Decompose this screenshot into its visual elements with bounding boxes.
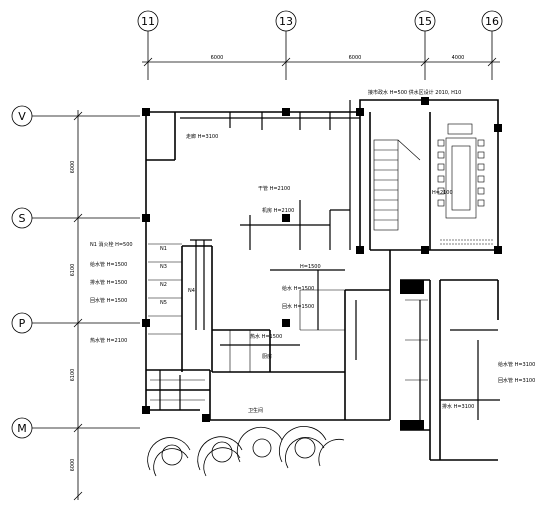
tag-n2: N2 xyxy=(160,282,167,288)
axis-label-S: S xyxy=(19,212,26,225)
label-mid-3: 回水 H=1500 xyxy=(282,303,314,310)
dim-left-4: 6000 xyxy=(70,459,76,472)
label-mid-1: H=1500 xyxy=(300,264,321,270)
label-room-mid: 机房 H=2100 xyxy=(262,207,294,214)
axis-label-P: P xyxy=(19,317,26,330)
tag-n5: N5 xyxy=(160,300,167,306)
label-left-4: 回水管 H=1500 xyxy=(90,297,127,304)
label-wc: 卫生间 xyxy=(248,407,263,414)
piping xyxy=(159,100,500,420)
stair xyxy=(373,139,421,231)
label-right-1: 给水管 H=3100 xyxy=(498,361,535,368)
label-right-3: 排水 H=3100 xyxy=(442,403,474,410)
axis-label-16: 16 xyxy=(485,15,499,28)
dim-left-2: 6100 xyxy=(70,264,76,277)
tag-n4: N4 xyxy=(188,288,195,294)
dim-top-2: 6000 xyxy=(349,55,362,61)
top-axis-grid xyxy=(137,10,503,80)
label-left-3: 排水管 H=1500 xyxy=(90,279,127,286)
axis-label-11: 11 xyxy=(141,15,155,28)
dim-top-1: 6000 xyxy=(211,55,224,61)
axis-label-M: M xyxy=(17,422,27,435)
conference-table xyxy=(437,123,494,245)
label-hall-pipe: 干管 H=2100 xyxy=(258,185,290,192)
walls xyxy=(145,99,499,461)
label-left-5: 热水管 H=2100 xyxy=(90,337,127,344)
dim-left-3: 6100 xyxy=(70,369,76,382)
interior-lines xyxy=(148,243,428,401)
dim-left-1: 6000 xyxy=(70,161,76,174)
label-kitchen: 厨房 xyxy=(262,353,272,360)
axis-label-15: 15 xyxy=(418,15,432,28)
structural-columns xyxy=(142,97,502,430)
label-stair-sign: H=2100 xyxy=(432,190,453,196)
left-axis-grid xyxy=(11,105,140,501)
dim-top-3: 4000 xyxy=(452,55,465,61)
lounge-seating xyxy=(147,426,345,477)
label-right-2: 回水管 H=3100 xyxy=(498,377,535,384)
label-left-1: N1 消火栓 H=500 xyxy=(90,241,133,248)
label-corridor-top: 走廊 H=3100 xyxy=(186,133,218,140)
tag-n1: N1 xyxy=(160,246,167,252)
label-mid-4: 热水 H=1500 xyxy=(250,333,282,340)
label-mid-2: 给水 H=1500 xyxy=(282,285,314,292)
axis-label-V: V xyxy=(18,110,26,123)
label-left-2: 给水管 H=1500 xyxy=(90,261,127,268)
tag-n3: N3 xyxy=(160,264,167,270)
axis-label-13: 13 xyxy=(279,15,293,28)
label-top-service: 接市政水 H=500 供水区设计 2010, H10 xyxy=(368,89,461,96)
